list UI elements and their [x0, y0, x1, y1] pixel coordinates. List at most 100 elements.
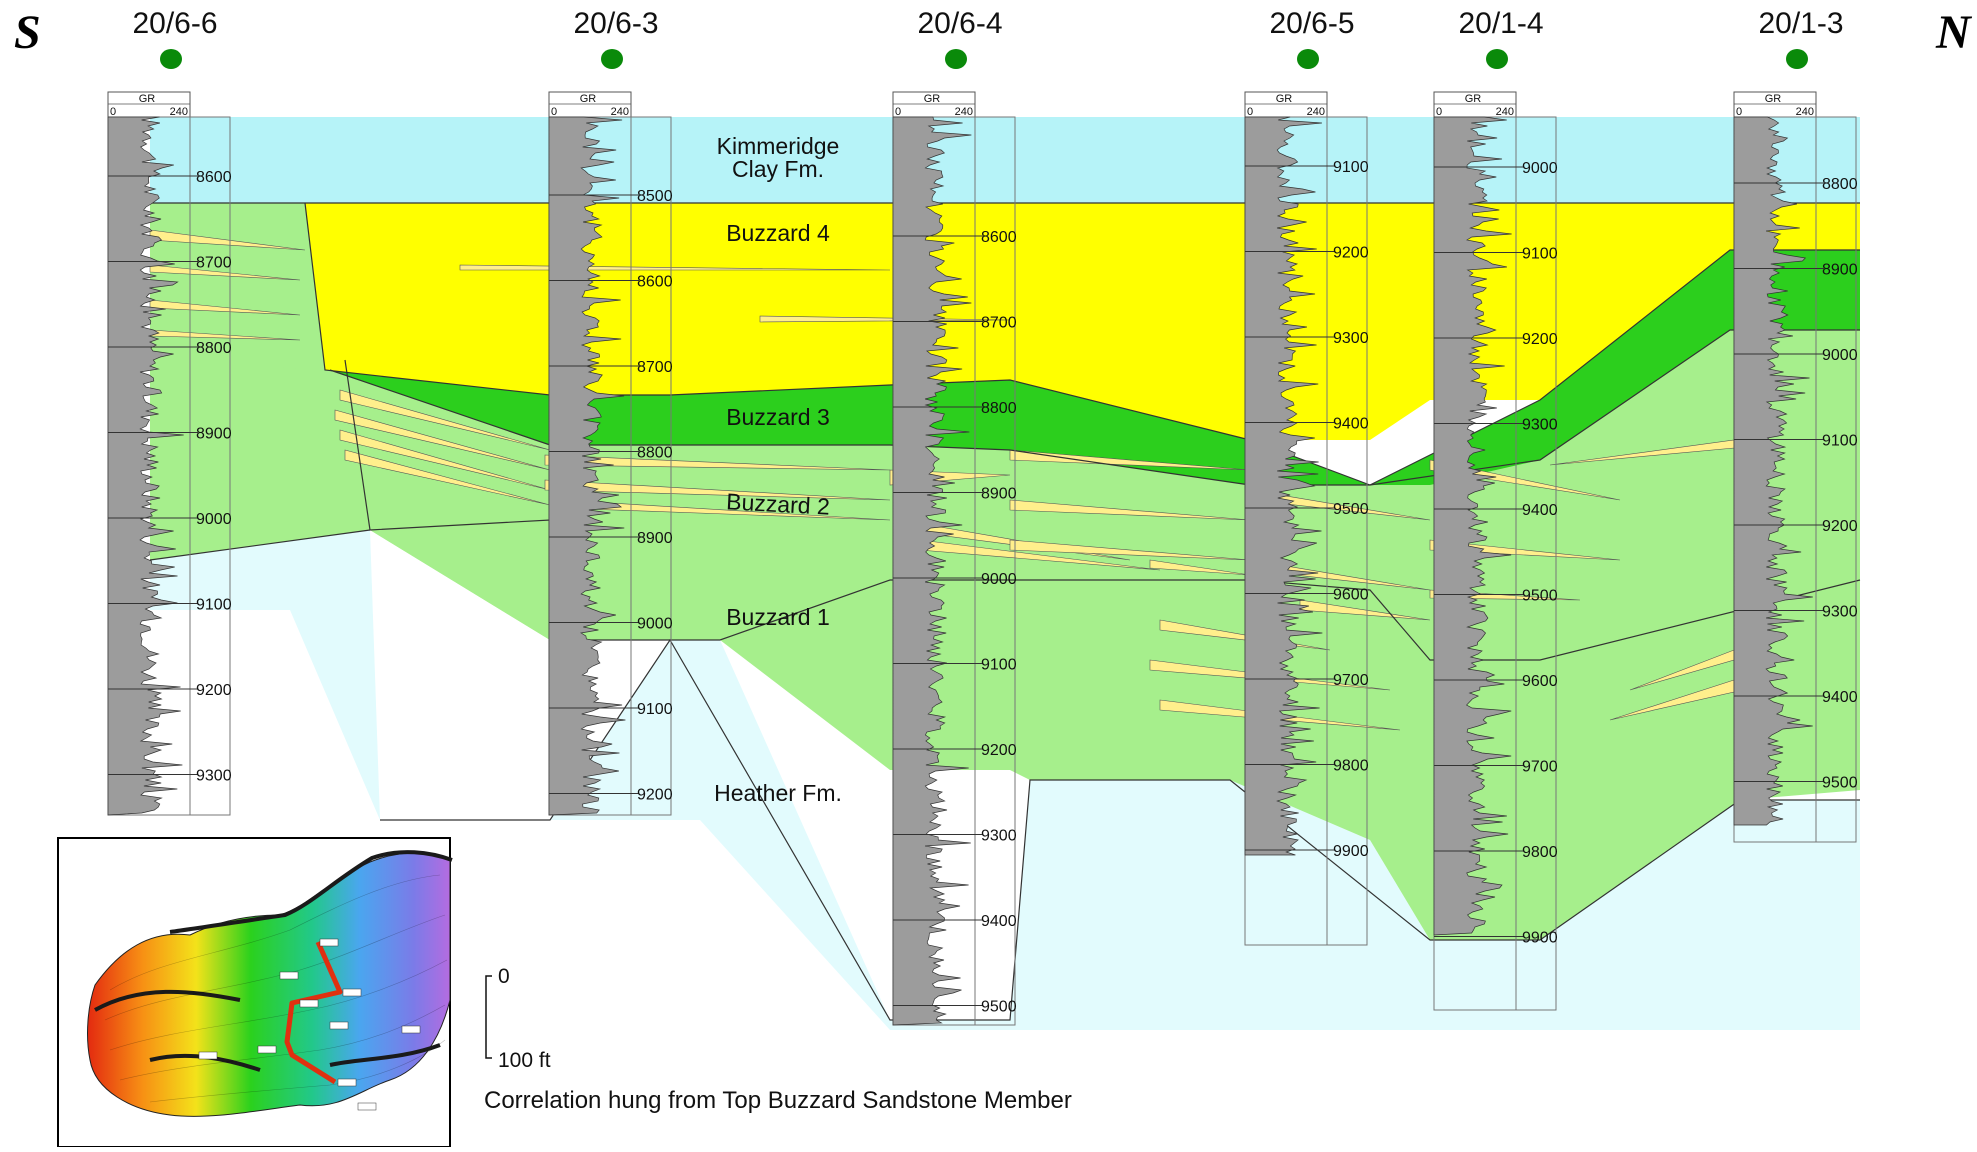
north-label: N [1935, 6, 1973, 59]
gr-curve [892, 116, 972, 1026]
south-label: S [14, 6, 41, 59]
depth-label: 9200 [196, 682, 232, 699]
depth-label: 9800 [1522, 844, 1558, 861]
inset-faults [94, 850, 453, 1072]
depth-label: 8800 [1822, 176, 1858, 193]
kimmeridge-fill [150, 117, 1860, 203]
depth-label: 9000 [1822, 347, 1858, 364]
well-name: 20/6-4 [917, 7, 1002, 40]
depth-track [630, 116, 672, 816]
base-line [380, 638, 1860, 1021]
depth-track [1815, 116, 1857, 843]
gr-min: 0 [895, 106, 901, 118]
depth-label: 9500 [1333, 501, 1369, 518]
depth-track [1515, 116, 1557, 1011]
kimmeridge-label-1: Kimmeridge [717, 133, 840, 159]
depth-label: 8700 [196, 255, 232, 272]
well-location-dot [945, 49, 967, 69]
gr-max: 240 [1496, 106, 1514, 118]
sand-stringer [339, 389, 551, 451]
gr-min: 0 [1436, 106, 1442, 118]
depth-label: 9200 [1822, 518, 1858, 535]
gr-max: 240 [1796, 106, 1814, 118]
sand-stringer [344, 449, 551, 506]
depth-label: 9300 [1822, 604, 1858, 621]
depth-label: 8900 [637, 530, 673, 547]
depth-label: 8600 [196, 169, 232, 186]
scale-bar-line [485, 975, 492, 1059]
depth-label: 8600 [637, 274, 673, 291]
vertical-scale-bar: 0 100 ft [485, 965, 551, 1072]
depth-label: 9100 [981, 657, 1017, 674]
depth-label: 8900 [1822, 262, 1858, 279]
kimmeridge-label-2: Clay Fm. [732, 156, 824, 182]
location-map-inset [57, 837, 453, 1148]
depth-label: 9100 [637, 701, 673, 718]
gr-max: 240 [955, 106, 973, 118]
traverse-line [284, 940, 343, 1085]
depth-label: 8500 [637, 188, 673, 205]
depth-label: 9400 [1522, 502, 1558, 519]
buzzard1-fill [150, 360, 1860, 940]
depth-label: 9100 [196, 597, 232, 614]
unit-labels: Kimmeridge Clay Fm. Buzzard 4 Buzzard 3 … [714, 133, 842, 806]
depth-label: 9500 [1522, 588, 1558, 605]
gr-min: 0 [551, 106, 557, 118]
gr-label: GR [1465, 93, 1482, 105]
gr-min: 0 [1736, 106, 1742, 118]
depth-label: 9400 [1333, 416, 1369, 433]
sand-stringer [339, 429, 551, 491]
depth-label: 8900 [196, 426, 232, 443]
depth-label: 8700 [637, 359, 673, 376]
well-name: 20/1-4 [1458, 7, 1543, 40]
depth-label: 9600 [1333, 587, 1369, 604]
depth-label: 9900 [1333, 843, 1369, 860]
depth-label: 9300 [1333, 330, 1369, 347]
well-location-dot [1786, 49, 1808, 69]
top-heather-line [149, 529, 371, 561]
depth-label: 9200 [981, 742, 1017, 759]
depth-label: 9200 [1333, 245, 1369, 262]
depth-label: 9100 [1333, 159, 1369, 176]
depth-label: 9900 [1522, 930, 1558, 947]
scale-bar-bottom: 100 ft [498, 1049, 551, 1072]
depth-label: 8700 [981, 315, 1017, 332]
depth-label: 9200 [1522, 331, 1558, 348]
well-location-dot [601, 49, 623, 69]
gr-curve [107, 116, 184, 816]
sand-stringer [1009, 449, 1251, 471]
gr-label: GR [1765, 93, 1782, 105]
depth-label: 9000 [637, 616, 673, 633]
depth-label: 8800 [981, 400, 1017, 417]
depth-label: 9300 [981, 828, 1017, 845]
heather-fm-fill [150, 530, 1860, 1030]
sand-stringer [149, 264, 301, 281]
formation-boundaries [149, 202, 1861, 1021]
scale-bar-top: 0 [498, 965, 510, 988]
top-buzzard2-line [329, 329, 1860, 486]
heather-label: Heather Fm. [714, 780, 842, 806]
gr-curve [548, 116, 626, 816]
well-name: 20/6-6 [132, 7, 217, 40]
sand-stringer [149, 299, 301, 316]
depth-track [189, 116, 231, 816]
sand-stringer [1009, 499, 1251, 521]
gr-curve [1433, 116, 1512, 936]
sand-stringer [149, 229, 306, 251]
gr-header [892, 91, 976, 118]
sand-stringer [759, 315, 1011, 323]
gr-label: GR [139, 93, 156, 105]
gr-curve [1733, 116, 1813, 826]
depth-label: 9800 [1333, 758, 1369, 775]
depth-label: 9000 [981, 571, 1017, 588]
depth-label: 9500 [981, 999, 1017, 1016]
buzzard3-fill [305, 203, 1860, 485]
depth-label: 9600 [1522, 673, 1558, 690]
gr-header [1244, 91, 1328, 118]
buzzard4-label: Buzzard 4 [726, 220, 830, 246]
depth-track [974, 116, 1016, 1026]
well-location-dot [160, 49, 182, 69]
